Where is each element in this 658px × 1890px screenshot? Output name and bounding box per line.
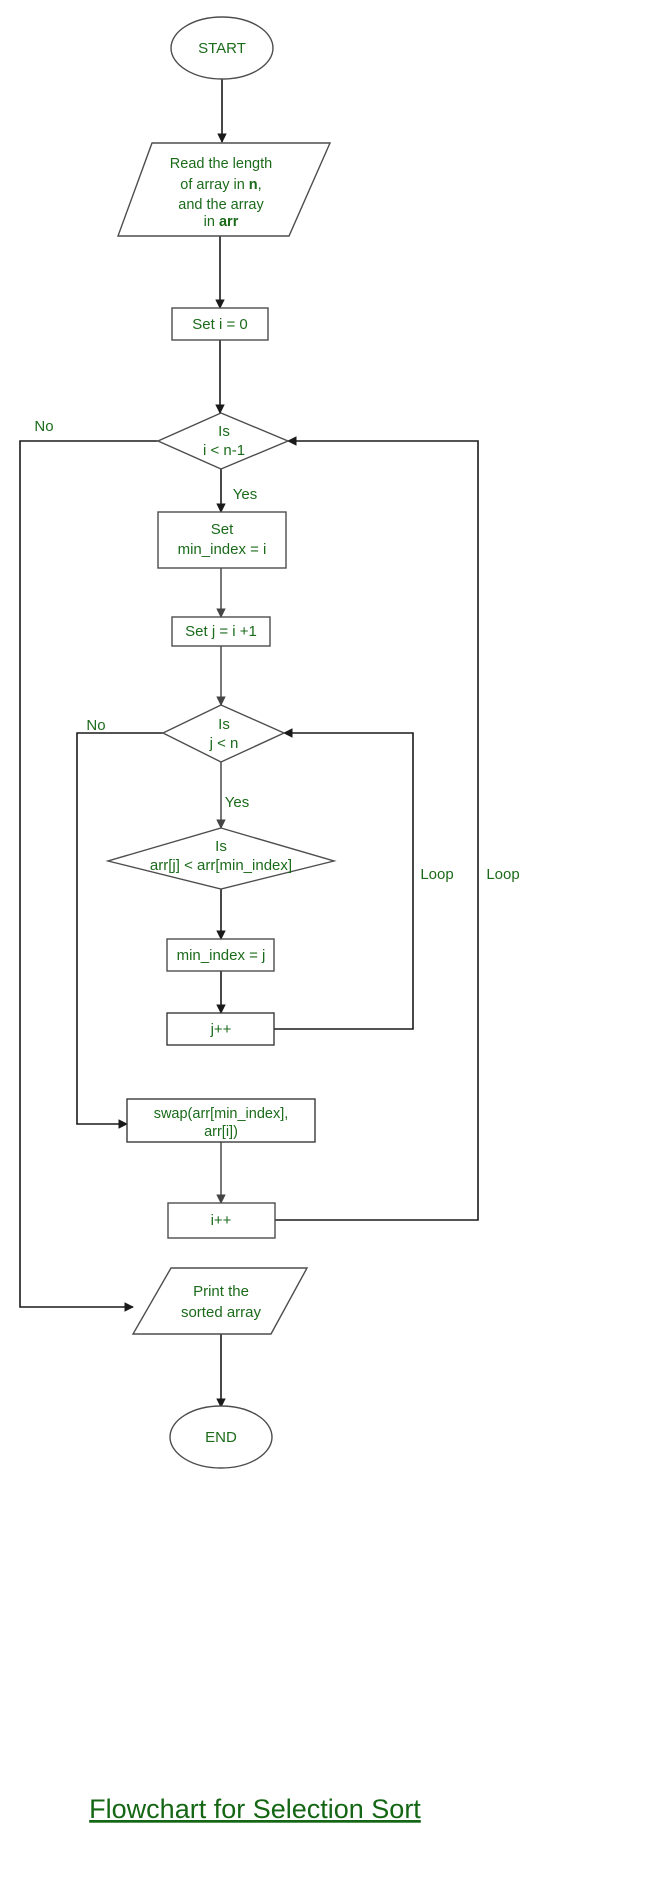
node-start[interactable]: START [170,16,274,80]
connector-iincrement-loop-to-outer-decision [275,436,479,1221]
node-read-input-line3: and the array [178,197,264,213]
node-assign-min-index-label: min_index = j [177,947,266,964]
connector-outer-no-to-print [19,440,158,1312]
node-i-increment-label: i++ [211,1212,232,1229]
node-j-increment[interactable]: j++ [166,1012,275,1046]
connector-inner-no-to-swap [76,732,163,1129]
node-read-input-line4: in arr [204,214,239,230]
connector-jincrement-loop-to-inner-decision [274,728,414,1030]
node-set-i[interactable]: Set i = 0 [171,307,269,341]
node-decision-outer-line1: Is [218,423,230,440]
node-read-input-line2: of array in n, [180,177,261,193]
node-read-input[interactable]: Read the length of array in n, and the a… [116,142,332,237]
edge-label-inner-loop: Loop [420,866,453,883]
edge-label-inner-yes: Yes [225,794,249,811]
node-set-j-label: Set j = i +1 [185,623,257,640]
node-start-label: START [198,40,246,57]
node-decision-inner[interactable]: Is j < n [161,704,286,763]
node-read-input-line1: Read the length [170,156,272,172]
node-set-min-index-line2: min_index = i [178,541,267,558]
node-set-min-index-line1: Set [211,521,234,538]
node-set-i-label: Set i = 0 [192,316,247,333]
node-swap-line2: arr[i]) [204,1124,238,1140]
node-swap[interactable]: swap(arr[min_index], arr[i]) [126,1098,316,1143]
node-decision-inner-line1: Is [218,716,230,733]
node-print-output-line2: sorted array [181,1304,262,1321]
node-decision-compare-line1: Is [215,838,227,855]
node-j-increment-label: j++ [210,1021,232,1038]
node-set-min-index[interactable]: Set min_index = i [157,511,287,569]
node-end-label: END [205,1429,237,1446]
node-decision-inner-line2: j < n [209,735,239,752]
edge-label-outer-loop: Loop [486,866,519,883]
node-print-output-line1: Print the [193,1283,249,1300]
node-i-increment[interactable]: i++ [167,1202,276,1239]
node-decision-outer[interactable]: Is i < n-1 [156,412,290,470]
node-swap-line1: swap(arr[min_index], [154,1106,289,1122]
node-set-j[interactable]: Set j = i +1 [171,616,271,647]
edge-label-inner-no: No [86,717,105,734]
edge-label-outer-yes: Yes [233,486,257,503]
node-assign-min-index[interactable]: min_index = j [166,938,275,972]
node-decision-compare-line2: arr[j] < arr[min_index] [150,857,292,874]
node-end[interactable]: END [169,1405,273,1469]
node-decision-compare[interactable]: Is arr[j] < arr[min_index] [105,827,337,890]
node-decision-outer-line2: i < n-1 [203,442,245,459]
node-print-output[interactable]: Print the sorted array [131,1267,309,1335]
edge-label-outer-no: No [34,418,53,435]
diagram-title: Flowchart for Selection Sort [89,1794,421,1824]
